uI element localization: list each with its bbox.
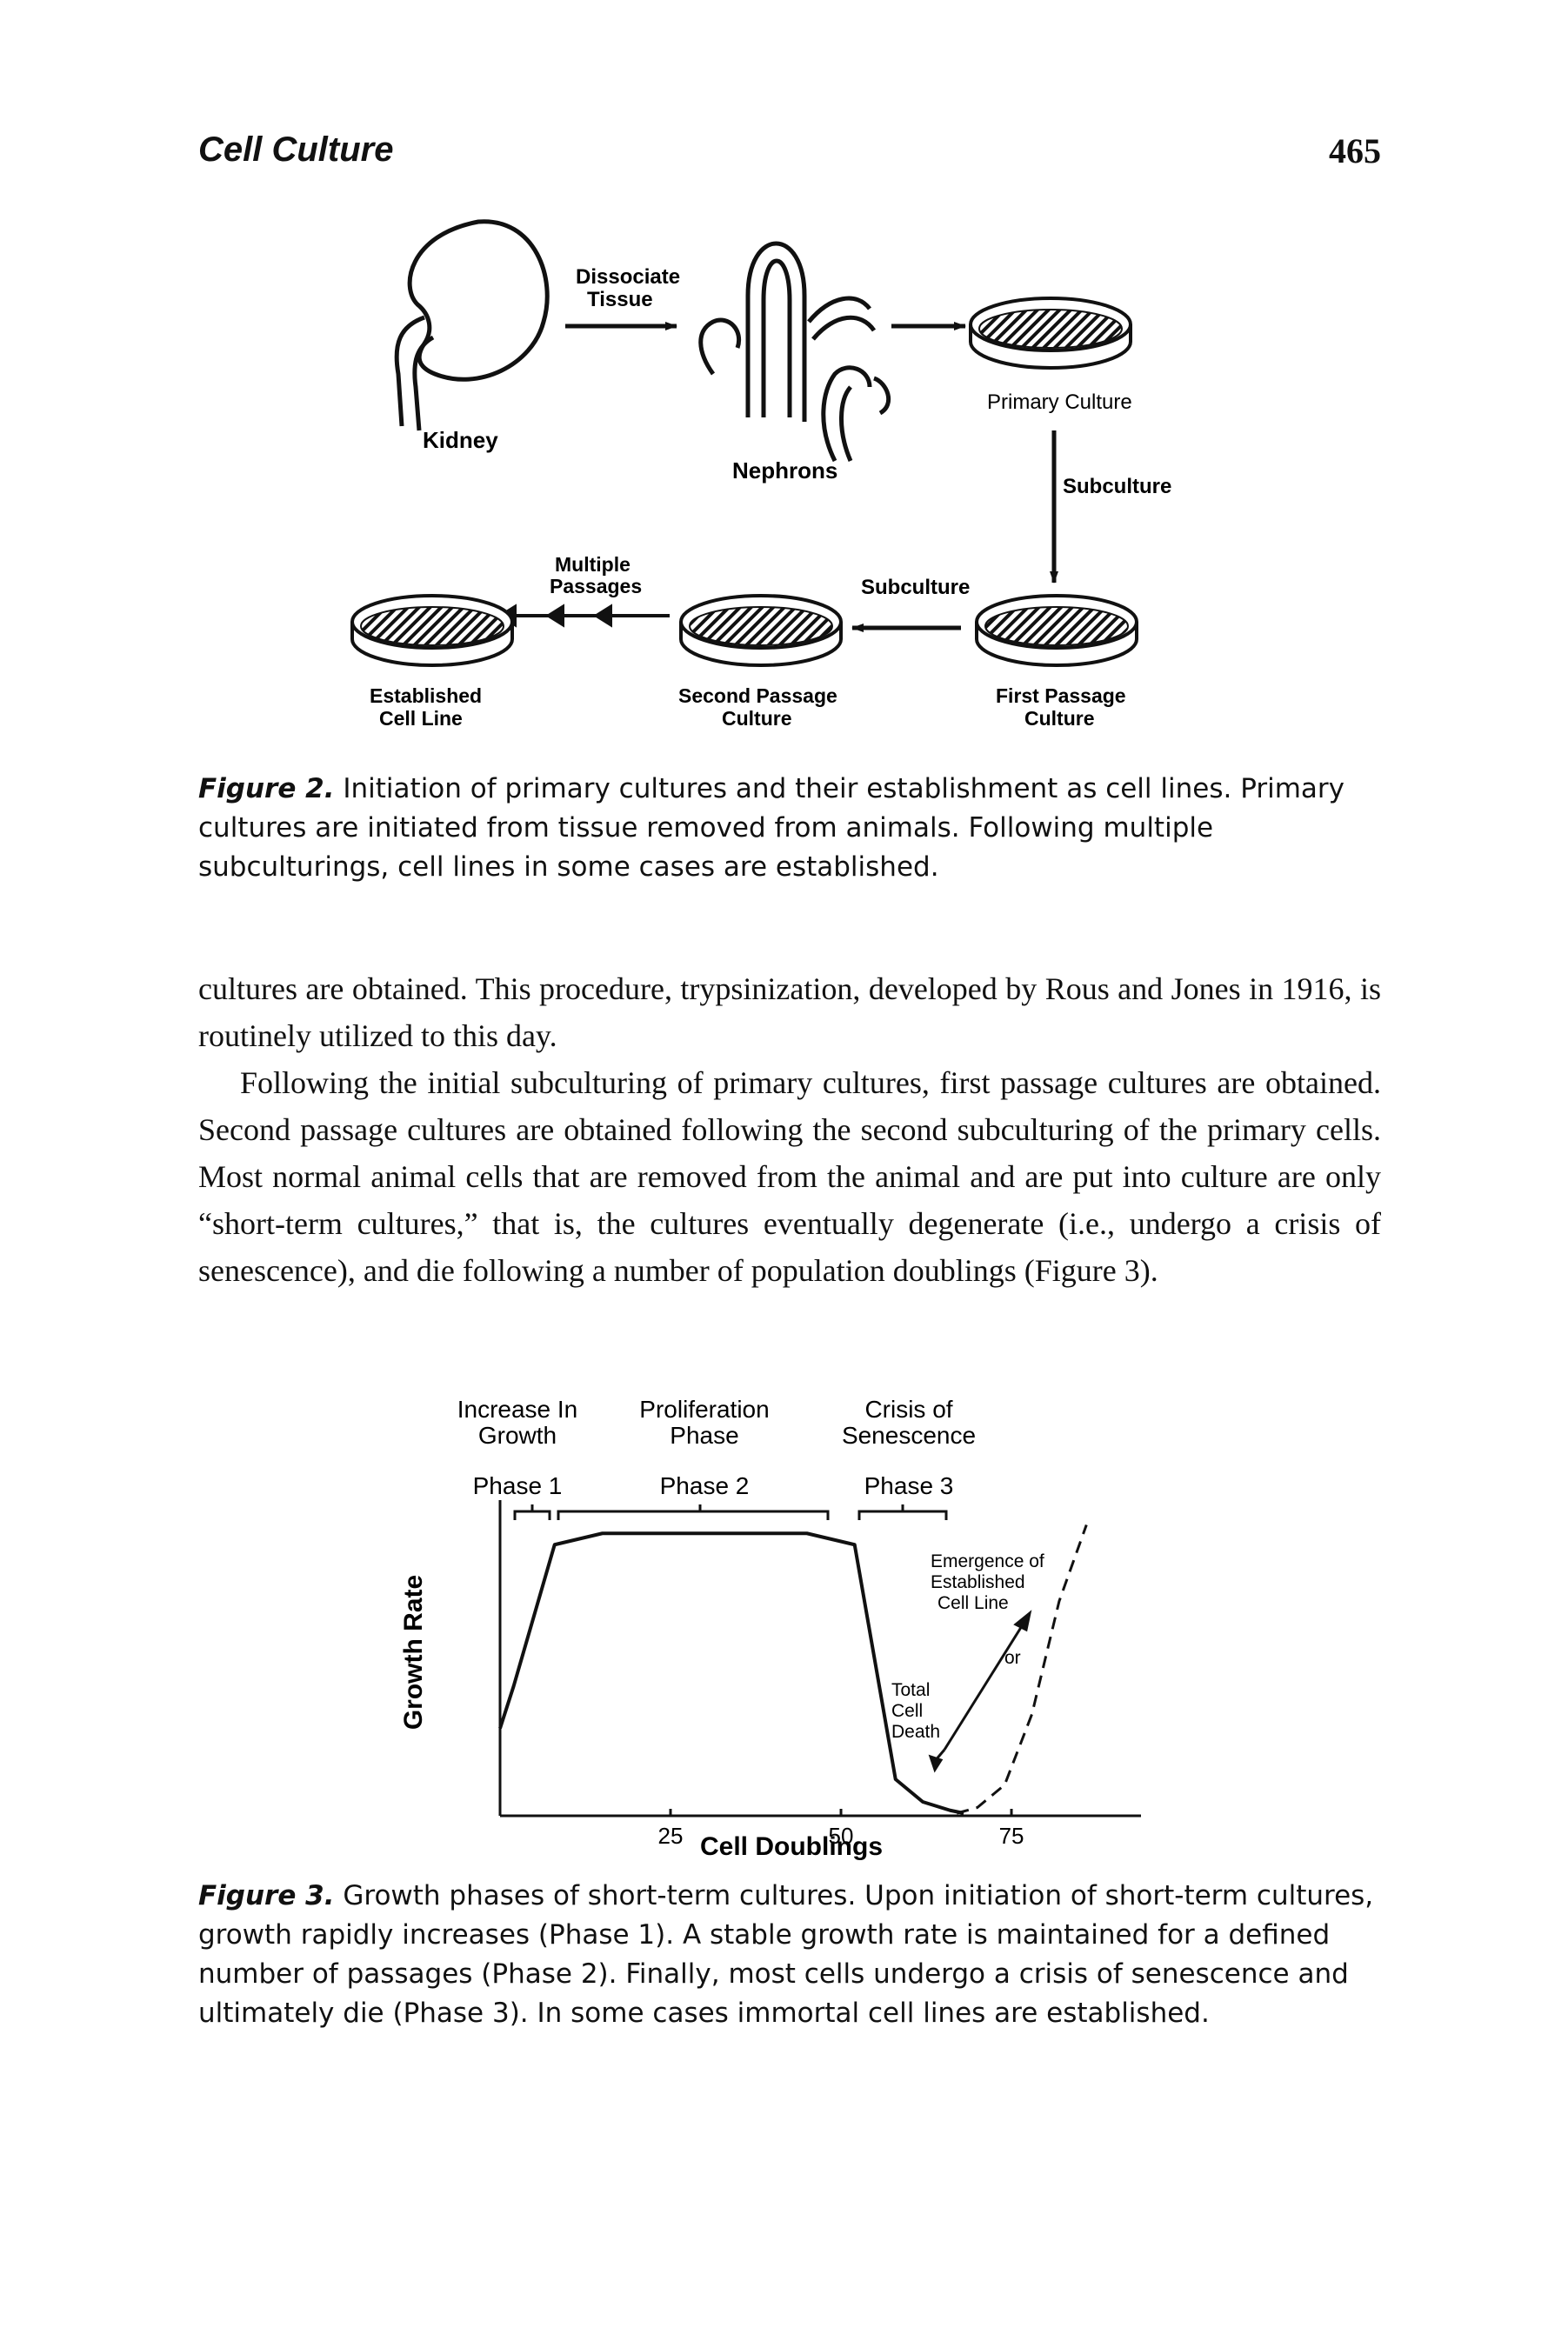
second-passage-label-line2: Culture [722, 707, 792, 730]
body-paragraph-2: Following the initial subculturing of pr… [198, 1065, 1381, 1288]
figure-3-caption-label: Figure 3. [198, 1880, 335, 1911]
running-title: Cell Culture [198, 130, 394, 169]
x-ticks: 25 50 75 [658, 1809, 1024, 1849]
phase-brackets [513, 1504, 948, 1520]
growth-curve-series-0-solid [498, 1531, 964, 1815]
subculture-label-horizontal: Subculture [861, 576, 970, 599]
first-passage-dish-icon [975, 594, 1138, 667]
second-passage-label-line1: Second Passage [678, 684, 837, 707]
multiple-passages-label-line2: Passages [550, 575, 642, 597]
chart-annotations: Emergence of Established Cell Line or To… [891, 1551, 1044, 1742]
figure-2-caption: Figure 2. Initiation of primary cultures… [198, 770, 1381, 887]
primary-culture-label: Primary Culture [987, 390, 1132, 414]
x-tick-label-0: 25 [658, 1823, 684, 1849]
nephrons-label: Nephrons [732, 457, 837, 484]
total-cell-death-label-line1: Total [891, 1680, 930, 1700]
chart-series [498, 1524, 1088, 1815]
x-axis-label: Cell Doublings [700, 1832, 883, 1861]
established-label-line2: Cell Line [379, 707, 463, 730]
phase2-title-line2: Phase [670, 1422, 738, 1449]
second-passage-dish-icon [679, 594, 843, 667]
page-header: Cell Culture 465 [198, 130, 1381, 191]
kidney-label: Kidney [423, 427, 498, 453]
chart-axes [498, 1500, 1141, 1818]
x-tick-label-2: 75 [999, 1823, 1024, 1849]
phase3-label: Phase 3 [864, 1472, 954, 1499]
emergence-label-line2: Established [931, 1572, 1025, 1592]
y-axis-label: Growth Rate [399, 1575, 428, 1730]
established-label-line1: Established [370, 684, 482, 707]
phase-headers: Increase In Growth Phase 1 Proliferation… [457, 1396, 976, 1499]
subculture-label-vertical: Subculture [1063, 475, 1171, 498]
phase1-label: Phase 1 [473, 1472, 563, 1499]
first-passage-label-line1: First Passage [996, 684, 1126, 707]
dissociate-label-line1: Dissociate [576, 265, 680, 289]
multiple-passages-label-line1: Multiple [555, 553, 631, 576]
figure-3-caption: Figure 3. Growth phases of short-term cu… [198, 1877, 1381, 2033]
page-number: 465 [1329, 131, 1381, 170]
or-label: or [1004, 1648, 1021, 1668]
x-tick-label-1: 50 [829, 1823, 854, 1849]
body-text: cultures are obtained. This procedure, t… [198, 965, 1381, 1294]
annotation-pointer-arrows [928, 1610, 1032, 1773]
phase3-title-line2: Senescence [842, 1422, 976, 1449]
phase1-bracket [513, 1510, 551, 1520]
figure-2-caption-label: Figure 2. [198, 773, 335, 804]
nephrons-icon [698, 241, 891, 463]
phase2-bracket [557, 1510, 830, 1520]
total-cell-death-label-line3: Death [891, 1722, 940, 1742]
phase2-title-line1: Proliferation [639, 1396, 769, 1423]
phase3-bracket [857, 1510, 948, 1520]
growth-curve-series-1-dashed [956, 1524, 1088, 1815]
first-passage-label-line2: Culture [1024, 707, 1095, 730]
kidney-icon [394, 219, 550, 431]
phase2-label: Phase 2 [660, 1472, 750, 1499]
dissociate-label-line2: Tissue [587, 288, 653, 311]
body-paragraph-1: cultures are obtained. This procedure, t… [198, 971, 1381, 1053]
emergence-label-line1: Emergence of [931, 1551, 1044, 1571]
total-cell-death-label-line2: Cell [891, 1701, 923, 1721]
phase1-title-line2: Growth [478, 1422, 557, 1449]
figure-3-caption-text: Growth phases of short-term cultures. Up… [198, 1880, 1374, 2029]
multiple-passages-arrows [497, 604, 670, 628]
figure-3-chart: Increase In Growth Phase 1 Proliferation… [399, 1396, 1141, 1861]
phase1-title-line1: Increase In [457, 1396, 578, 1423]
figure-2-diagram: Kidney Dissociate Tissue Nephrons Primar… [350, 219, 1171, 730]
phase3-title-line1: Crisis of [864, 1396, 952, 1423]
figure-2-caption-text: Initiation of primary cultures and their… [198, 773, 1344, 883]
primary-culture-dish-icon [969, 297, 1132, 370]
emergence-label-line3: Cell Line [937, 1593, 1009, 1613]
established-cell-line-dish-icon [350, 594, 514, 667]
